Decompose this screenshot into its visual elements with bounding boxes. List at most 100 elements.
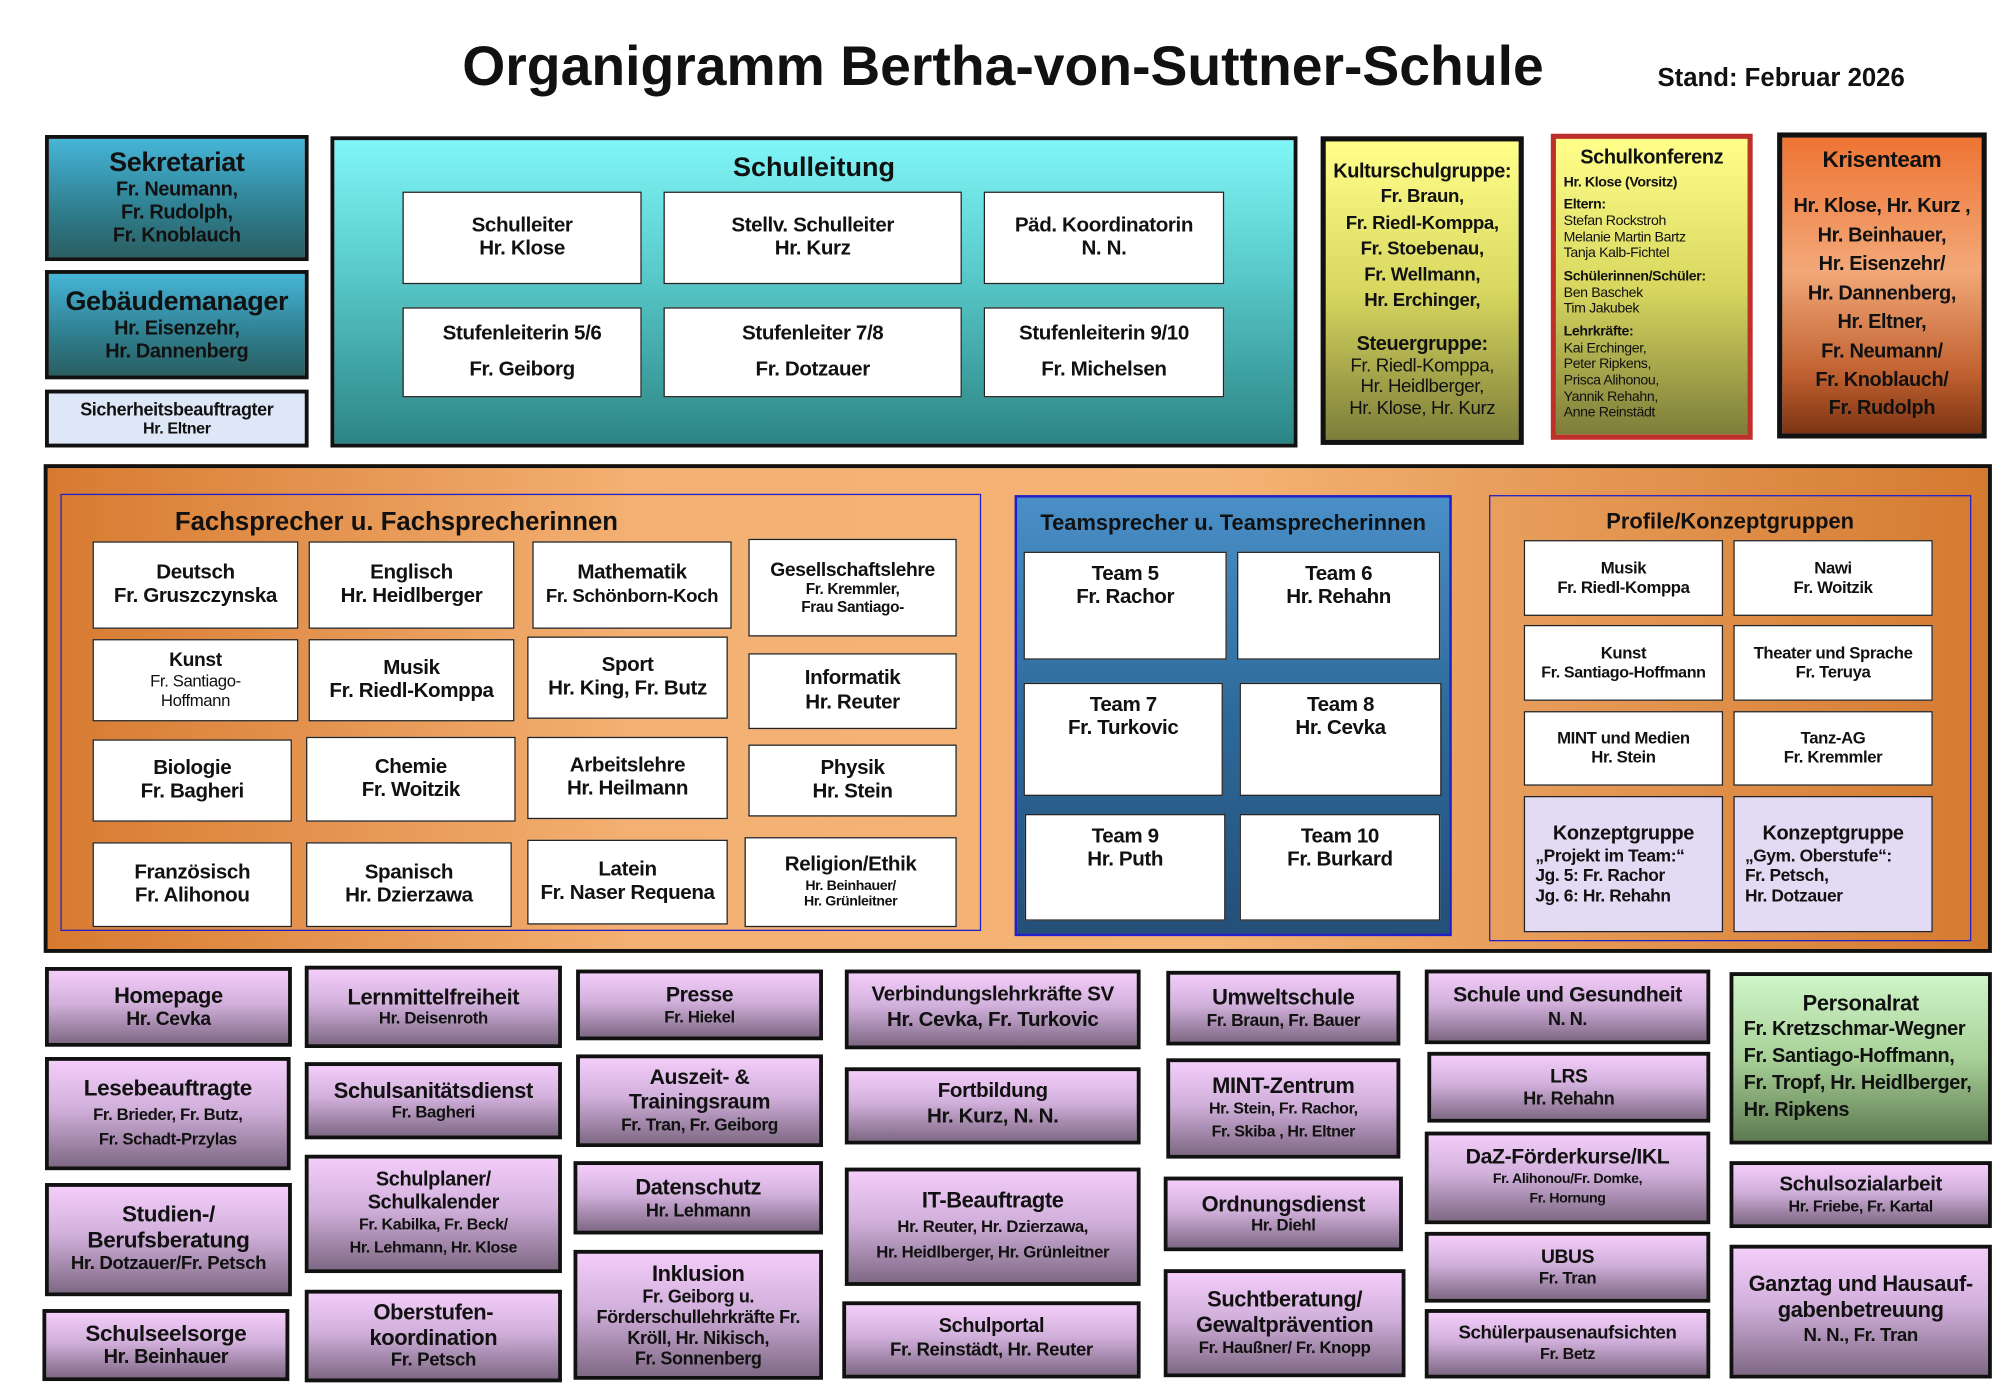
box-line: Fr. Knoblauch xyxy=(112,224,241,247)
box-line: Fr. Kretzschmar-Wegner xyxy=(1743,1018,1966,1041)
box-line: Fr. Skiba , Hr. Eltner xyxy=(1211,1122,1356,1141)
box-line: Hr. Dotzauer/Fr. Petsch xyxy=(70,1254,267,1275)
box-line: Hr. Heidlberger, Hr. Grünleitner xyxy=(876,1241,1110,1262)
box-title: Mathematik xyxy=(577,562,687,585)
box-title: Musik xyxy=(383,656,440,679)
box-line: Fr. Bagheri xyxy=(391,1102,475,1122)
box-line: Hr. Lehmann, Hr. Klose xyxy=(349,1238,518,1257)
profile-title: Profile/Konzeptgruppen xyxy=(1606,509,1855,534)
box-title: Latein xyxy=(598,858,657,881)
stand-date: Stand: Februar 2026 xyxy=(1657,64,1905,93)
box-title: Personalrat xyxy=(1802,991,1919,1017)
box-line: Fr. Turkovic xyxy=(1067,718,1179,740)
box-title: Inklusion xyxy=(651,1260,745,1286)
box-title: Fortbildung xyxy=(937,1079,1048,1102)
section-line: Ben Baschek xyxy=(1563,285,1644,301)
box-line: Fr. Sonnenberg xyxy=(634,1348,762,1369)
box-title: Schulplaner/ Schulkalender xyxy=(367,1168,500,1214)
box-title: Schulsanitätsdienst xyxy=(333,1078,534,1103)
box-title: Suchtberatung/ Gewaltprävention xyxy=(1195,1287,1374,1337)
box-line: Fr. Santiago-Hoffmann xyxy=(1541,663,1706,682)
box-line: „Projekt im Team:“ xyxy=(1535,845,1685,865)
box-line: Fr. Petsch xyxy=(390,1350,477,1372)
box-line: Hr. Beinhauer/ xyxy=(805,877,896,894)
box-line: Fr. Schadt-Przylas xyxy=(98,1129,237,1149)
page-title: Organigramm Bertha-von-Suttner-Schule xyxy=(462,36,1544,98)
box-line: Fr. Woitzik xyxy=(1793,576,1873,597)
box-title: Religion/Ethik xyxy=(784,854,917,876)
box-line: Hr. Eisenzehr/ xyxy=(1818,253,1946,276)
box-title: Ordnungsdienst xyxy=(1201,1191,1366,1217)
box-title: Nawi xyxy=(1814,557,1852,577)
box-line: Hr. Lehmann xyxy=(645,1200,751,1221)
box-line: N. N. xyxy=(1547,1008,1588,1030)
box-title: Stufenleiterin 5/6 xyxy=(442,322,602,345)
box-line: Fr. Hornung xyxy=(1529,1191,1606,1207)
section-label: Schülerinnen/Schüler: xyxy=(1563,268,1706,285)
box-title: Musik xyxy=(1600,557,1647,577)
box-title: Biologie xyxy=(153,756,232,779)
box-line: Kröll, Hr. Nikisch, xyxy=(627,1327,770,1348)
box-line: Hr. Deisenroth xyxy=(378,1008,488,1028)
box-title: Konzeptgruppe xyxy=(1552,822,1695,845)
box-line: Fr. Braun, Fr. Bauer xyxy=(1206,1010,1361,1031)
box-line: Hr. Beinhauer, xyxy=(1817,224,1947,247)
box-line: Hr. Cevka, Fr. Turkovic xyxy=(886,1009,1099,1032)
box-line: Fr. Wellmann, xyxy=(1364,265,1481,286)
box-title: Gebäudemanager xyxy=(65,286,289,316)
box-title: Sicherheitsbeauftragter xyxy=(80,398,274,420)
box-line: Hr. Stein xyxy=(1591,747,1656,767)
section-line: Peter Ripkens, xyxy=(1563,356,1652,372)
box-line: Hr. King, Fr. Butz xyxy=(548,677,707,700)
box-title: Konzeptgruppe xyxy=(1762,822,1904,845)
box-line: Fr. Santiago- xyxy=(150,670,241,691)
box-line: Hr. Eisenzehr, xyxy=(114,317,240,340)
section-line: Tanja Kalb-Fichtel xyxy=(1563,246,1670,262)
box-title: Arbeitslehre xyxy=(569,754,686,777)
box-line: Hr. Cevka xyxy=(126,1008,211,1031)
box-title: LRS xyxy=(1550,1065,1588,1088)
box-line: N. N., Fr. Tran xyxy=(1803,1326,1918,1347)
box-title: Oberstufen-koordination xyxy=(369,1300,498,1350)
box-line: Hoffmann xyxy=(160,690,230,710)
section-line: Yannik Rehahn, xyxy=(1563,388,1659,405)
box-line: Hr. Cevka xyxy=(1295,718,1386,740)
box-line: Hr. Klose (Vorsitz) xyxy=(1563,174,1678,191)
box-title: Team 7 xyxy=(1089,694,1157,717)
box-title: Lesebeauftragte xyxy=(83,1075,252,1102)
section-line: Fr. Riedl-Komppa, xyxy=(1350,355,1495,377)
box-section: Steuergruppe:Fr. Riedl-Komppa,Hr. Heidlb… xyxy=(1349,333,1495,420)
box-title: UBUS xyxy=(1540,1246,1595,1269)
box-title: Umweltschule xyxy=(1212,985,1355,1011)
box-title: DaZ-Förderkurse/IKL xyxy=(1465,1145,1670,1170)
box-title: Schulkonferenz xyxy=(1580,146,1724,169)
box-line: Fr. Brieder, Fr. Butz, xyxy=(93,1104,243,1124)
section-line: Melanie Martin Bartz xyxy=(1563,229,1686,246)
